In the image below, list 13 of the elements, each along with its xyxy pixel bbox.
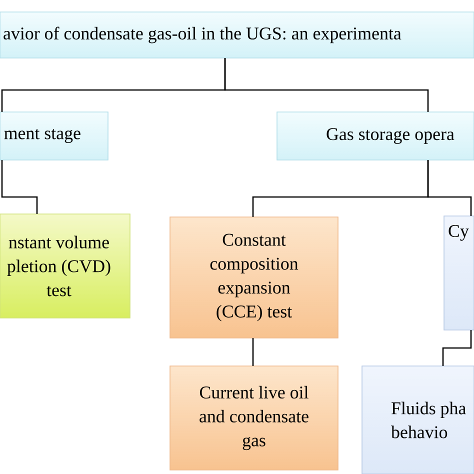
test-box: Cy [444, 216, 474, 330]
test-box: Constant composition expansion (CCE) test [170, 216, 338, 338]
connector-line [224, 58, 429, 112]
stage-box: Gas storage opera [276, 112, 474, 160]
stage-box: ment stage [0, 112, 108, 160]
test-box: nstant volume pletion (CVD) test [0, 214, 130, 318]
title-box: avior of condensate gas-oil in the UGS: an experimenta [0, 12, 474, 58]
connector-line [252, 338, 254, 366]
connector-line [442, 330, 472, 366]
result-box: Current live oil and condensate gas [170, 366, 338, 470]
result-box: Fluids pha behavio [362, 366, 474, 474]
connector-line [427, 160, 472, 216]
connector-line [1, 160, 38, 214]
